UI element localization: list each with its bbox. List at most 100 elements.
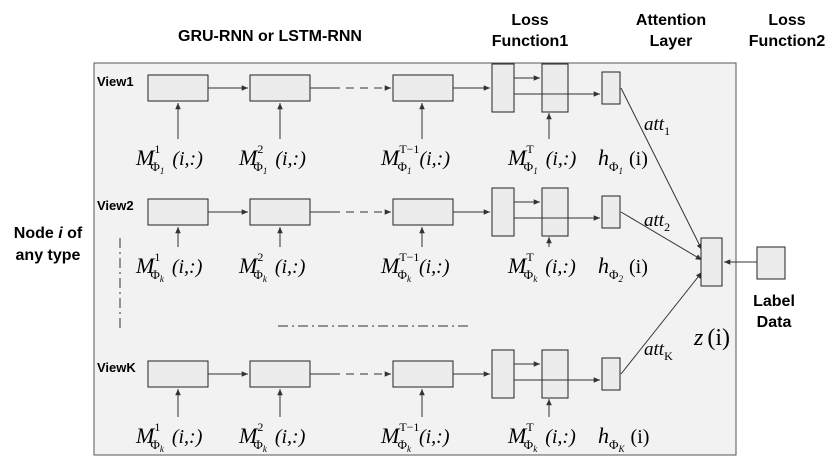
m-superscript: T−1 <box>399 250 419 264</box>
m-letter: M <box>380 145 401 170</box>
m-subsubscript: k <box>263 274 268 284</box>
m-subsubscript: k <box>407 444 412 454</box>
m-subsubscript: 1 <box>160 166 165 176</box>
m-subsubscript: k <box>407 274 412 284</box>
m-letter: M <box>507 253 528 278</box>
hidden-formula: hΦ1(i) <box>598 145 648 176</box>
m-letter: M <box>507 423 528 448</box>
m-subscript: Φ <box>524 267 534 282</box>
h-subsubscript: K <box>618 444 626 454</box>
m-args: (i,:) <box>419 426 450 448</box>
node-label-line2: any type <box>16 247 81 264</box>
m-subsubscript: k <box>263 444 268 454</box>
z-args: (i) <box>707 325 730 351</box>
m-subsubscript: 1 <box>533 166 538 176</box>
m-subscript: Φ <box>524 437 534 452</box>
m-subsubscript: 1 <box>407 166 412 176</box>
m-subsubscript: k <box>160 274 165 284</box>
header-attention-line2: Layer <box>650 33 693 50</box>
header-loss2-line1: Loss <box>768 12 805 29</box>
attention-arrow <box>620 87 703 251</box>
m-args: (i,:) <box>172 426 203 448</box>
m-args: (i,:) <box>275 148 306 170</box>
m-args: (i,:) <box>275 426 306 448</box>
rnn-cell-box <box>392 198 454 226</box>
m-subscript: Φ <box>397 267 407 282</box>
header-loss1-line1: Loss <box>511 12 548 29</box>
loss1-box-b <box>541 349 569 399</box>
view-label: View2 <box>97 198 134 213</box>
m-subscript: Φ <box>397 437 407 452</box>
view-label: View1 <box>97 74 134 89</box>
loss1-box-b <box>541 187 569 237</box>
h-args: (i) <box>631 426 650 448</box>
m-superscript: T <box>526 250 534 264</box>
m-superscript: T <box>526 420 534 434</box>
attention-weight-label: att1 <box>644 114 670 138</box>
node-label-post: of <box>63 225 83 242</box>
view-label: ViewK <box>97 360 136 375</box>
m-subscript: Φ <box>524 159 534 174</box>
h-letter: h <box>598 423 609 448</box>
m-superscript: 2 <box>257 142 263 156</box>
node-label-pre: Node <box>14 225 58 242</box>
att-subscript: K <box>664 349 673 363</box>
m-subsubscript: k <box>533 444 538 454</box>
header-loss2-line2: Function2 <box>749 33 826 50</box>
att-text: att <box>644 114 665 135</box>
z-output-label: z(i) <box>693 325 730 351</box>
m-letter: M <box>238 145 259 170</box>
h-subscript: Φ <box>609 267 619 282</box>
m-subscript: Φ <box>253 267 263 282</box>
h-args: (i) <box>629 148 648 170</box>
attention-weight-label: att2 <box>644 210 670 234</box>
m-args: (i,:) <box>546 148 577 170</box>
m-args: (i,:) <box>172 256 203 278</box>
m-subscript: Φ <box>253 159 263 174</box>
att-subscript: 2 <box>664 220 670 234</box>
m-superscript: 1 <box>154 142 160 156</box>
rnn-cell-box <box>147 360 209 388</box>
rnn-cell-box <box>392 360 454 388</box>
header-loss1-line2: Function1 <box>492 33 569 50</box>
m-args: (i,:) <box>545 426 576 448</box>
m-subscript: Φ <box>150 159 160 174</box>
attention-arrow <box>620 211 703 261</box>
m-superscript: T−1 <box>399 142 419 156</box>
h-args: (i) <box>629 256 648 278</box>
m-superscript: T−1 <box>399 420 419 434</box>
label-data-line2: Data <box>757 314 792 331</box>
att-subscript: 1 <box>664 124 670 138</box>
m-subsubscript: 1 <box>263 166 268 176</box>
m-subscript: Φ <box>253 437 263 452</box>
m-args: (i,:) <box>172 148 203 170</box>
hidden-formula: hΦK(i) <box>598 423 649 454</box>
h-subsubscript: 2 <box>619 274 624 284</box>
label-data-box <box>756 246 786 280</box>
hidden-state-box <box>601 195 621 229</box>
h-subsubscript: 1 <box>619 166 624 176</box>
h-subscript: Φ <box>609 159 619 174</box>
m-args: (i,:) <box>419 256 450 278</box>
header-rnn: GRU-RNN or LSTM-RNN <box>178 28 362 45</box>
m-args: (i,:) <box>419 148 450 170</box>
rnn-cell-box <box>249 74 311 102</box>
hidden-state-box <box>601 71 621 105</box>
m-letter: M <box>380 423 401 448</box>
m-letter: M <box>135 423 156 448</box>
loss1-box-a <box>491 187 515 237</box>
m-superscript: T <box>526 142 534 156</box>
hidden-formula: hΦ2(i) <box>598 253 648 284</box>
m-subscript: Φ <box>397 159 407 174</box>
header-attention-line1: Attention <box>636 12 706 29</box>
